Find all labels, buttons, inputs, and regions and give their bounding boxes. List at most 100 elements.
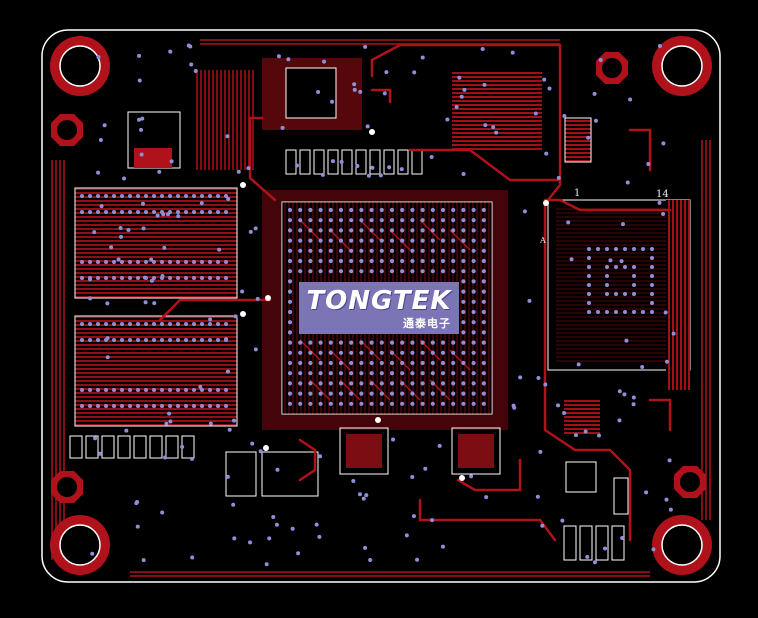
- via: [430, 340, 435, 345]
- via: [597, 433, 602, 438]
- via: [379, 258, 384, 264]
- via: [369, 218, 374, 223]
- via: [80, 210, 84, 214]
- via: [461, 340, 466, 345]
- via: [157, 169, 162, 174]
- via: [176, 210, 180, 214]
- via: [471, 207, 476, 213]
- via: [290, 526, 295, 531]
- via: [644, 490, 649, 495]
- via: [650, 247, 654, 251]
- via: [155, 213, 160, 218]
- top-center-ic: [262, 58, 362, 130]
- via: [200, 388, 204, 392]
- via: [430, 401, 435, 406]
- via: [208, 276, 212, 280]
- via: [96, 338, 100, 342]
- via: [511, 403, 516, 408]
- via: [389, 350, 395, 355]
- via: [657, 200, 662, 205]
- via: [547, 86, 552, 91]
- via: [308, 248, 313, 253]
- top-left-block: [195, 70, 255, 170]
- via: [430, 207, 435, 213]
- via: [562, 114, 567, 119]
- via: [650, 274, 654, 278]
- via: [318, 391, 323, 396]
- via: [461, 401, 466, 406]
- via: [359, 258, 364, 264]
- via: [144, 404, 148, 408]
- via: [389, 207, 395, 213]
- via: [471, 350, 476, 355]
- via: [192, 210, 196, 214]
- via: [208, 317, 213, 322]
- via: [596, 247, 600, 251]
- via: [184, 404, 188, 408]
- via: [160, 322, 164, 326]
- via: [128, 404, 132, 408]
- via: [540, 523, 545, 528]
- via: [152, 404, 156, 408]
- via: [420, 207, 425, 213]
- via: [664, 359, 669, 364]
- via: [308, 350, 313, 355]
- via: [461, 309, 466, 315]
- via: [592, 560, 597, 565]
- via: [338, 401, 344, 406]
- via: [280, 125, 285, 130]
- via: [96, 276, 100, 280]
- via: [461, 371, 466, 376]
- via: [556, 175, 561, 180]
- via: [650, 301, 654, 305]
- via: [298, 401, 303, 406]
- via: [287, 228, 293, 233]
- via: [308, 381, 313, 386]
- mounting-hole-top-right: [652, 36, 712, 96]
- via: [369, 350, 374, 355]
- via: [224, 194, 228, 198]
- via: [366, 173, 371, 178]
- via: [339, 159, 344, 164]
- via: [481, 320, 486, 325]
- via: [587, 292, 591, 296]
- via: [176, 194, 180, 198]
- via: [605, 292, 609, 296]
- via: [664, 497, 669, 502]
- via: [192, 404, 196, 408]
- via: [318, 238, 323, 243]
- via: [614, 310, 618, 314]
- via: [440, 207, 446, 213]
- via: [120, 194, 124, 198]
- via: [184, 276, 188, 280]
- via: [112, 260, 116, 264]
- via: [128, 322, 132, 326]
- lower-right-ic: [564, 398, 600, 434]
- via: [200, 194, 204, 198]
- via: [200, 260, 204, 264]
- via: [318, 454, 323, 459]
- via: [368, 558, 373, 563]
- via: [631, 402, 636, 407]
- via: [586, 135, 591, 140]
- via: [671, 331, 676, 336]
- via: [522, 209, 527, 214]
- via: [399, 167, 404, 172]
- via: [88, 194, 92, 198]
- via: [430, 258, 435, 264]
- via: [88, 210, 92, 214]
- via: [136, 210, 140, 214]
- via: [387, 165, 392, 170]
- via: [287, 218, 293, 223]
- via: [92, 230, 97, 235]
- via: [400, 371, 405, 376]
- via: [287, 350, 293, 355]
- via: [112, 322, 116, 326]
- via: [461, 360, 466, 366]
- via: [136, 276, 140, 280]
- via: [120, 388, 124, 392]
- via: [141, 558, 146, 563]
- via: [349, 238, 354, 243]
- via: [359, 238, 364, 243]
- via: [126, 227, 131, 232]
